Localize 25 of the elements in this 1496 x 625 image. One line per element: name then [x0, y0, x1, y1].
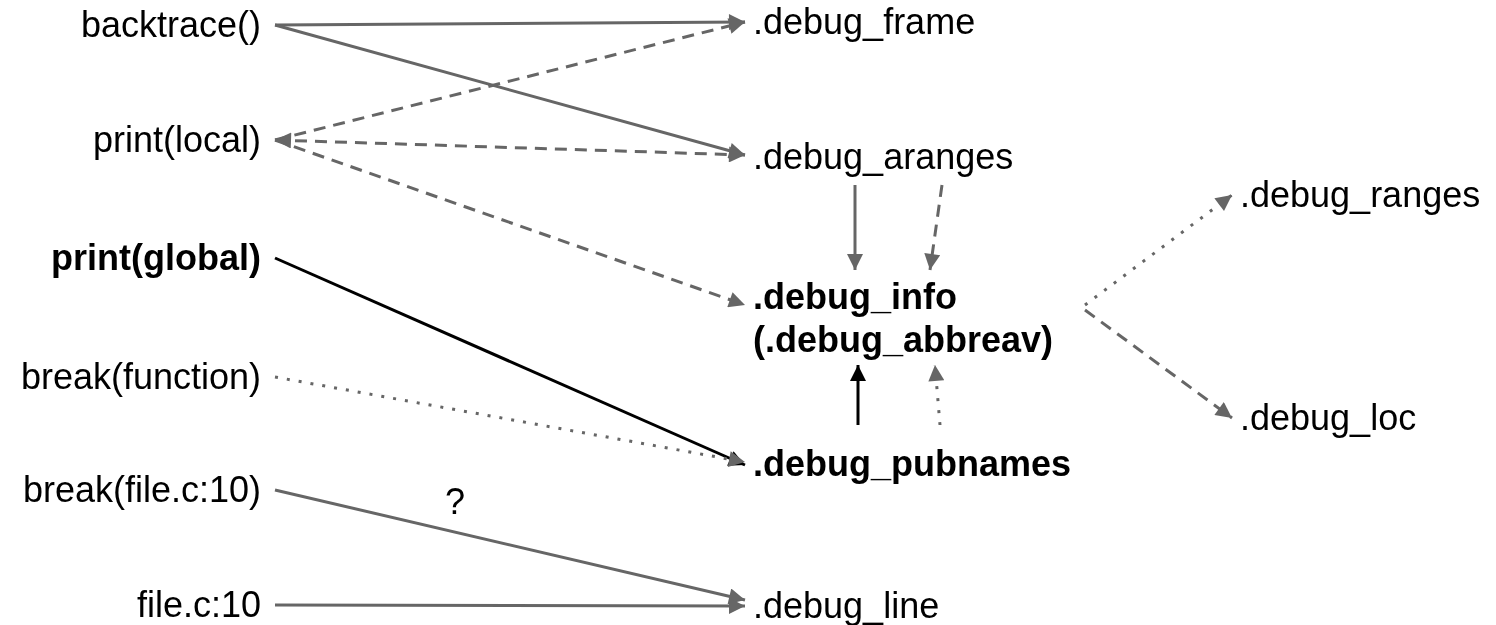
arrow	[1084, 193, 1233, 307]
arrow	[275, 14, 745, 31]
section-label: .debug_pubnames	[753, 441, 1072, 485]
arrow	[928, 364, 945, 426]
arrow	[274, 256, 746, 467]
section-label: .debug_frame	[753, 0, 976, 44]
arrow	[850, 365, 866, 425]
arrow	[274, 488, 746, 605]
section-label: .debug_ranges	[1240, 173, 1481, 217]
section-label: break(file.c:10)	[22, 468, 261, 512]
section-label: break(function)	[20, 355, 261, 399]
section-label: print(global)	[51, 236, 261, 280]
arrow	[924, 184, 944, 271]
section-label: file.c:10	[136, 583, 261, 625]
arrow	[1084, 308, 1233, 420]
arrow	[274, 138, 746, 308]
section-label: .debug_aranges	[753, 135, 1014, 179]
section-label: .debug_line	[753, 583, 940, 625]
section-label: backtrace()	[80, 3, 261, 47]
section-label: print(local)	[92, 118, 261, 162]
arrow	[274, 375, 746, 467]
arrow	[274, 18, 746, 142]
arrow	[847, 185, 863, 270]
section-label: .debug_loc	[1240, 396, 1417, 440]
section-label: .debug_info (.debug_abbreav)	[753, 274, 1055, 361]
